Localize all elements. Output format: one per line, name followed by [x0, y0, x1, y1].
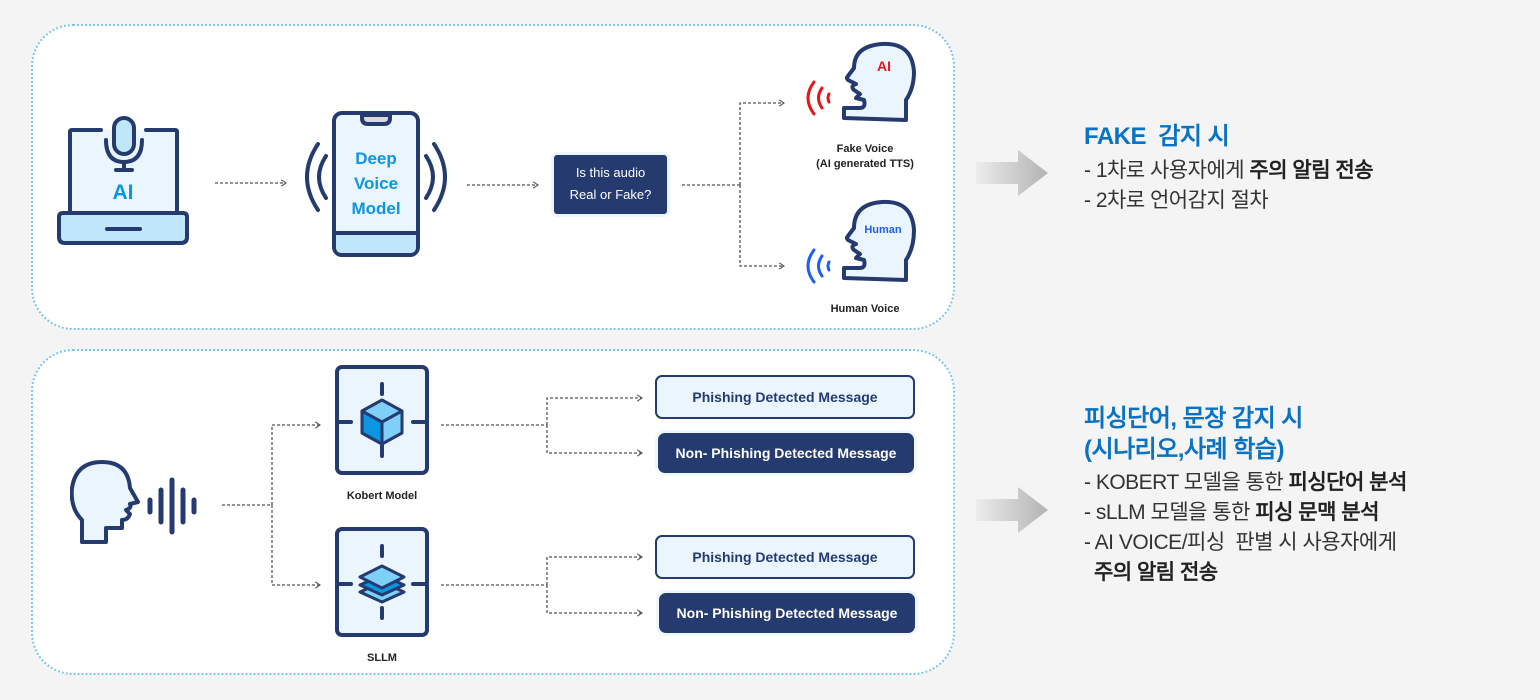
speaking-head-icon	[806, 199, 916, 284]
kobert-model-label: Kobert Model	[346, 490, 418, 502]
note-line-normal: - 2차로 언어감지 절차	[1084, 189, 1269, 212]
fake-detection-note: FAKE 감지 시 - 1차로 사용자에게 주의 알림 전송 - 2차로 언어감…	[1084, 121, 1374, 216]
deep-voice-model-node: Deep Voice Model	[300, 110, 452, 260]
kobert-non-phishing-result: Non- Phishing Detected Message	[658, 433, 914, 473]
note-line-bold: 주의 알림 전송	[1249, 159, 1374, 182]
sllm-phishing-result: Phishing Detected Message	[655, 535, 915, 579]
human-voice-node: Human Human Voice	[800, 199, 930, 325]
sllm-non-phishing-result: Non- Phishing Detected Message	[659, 593, 915, 633]
human-head-label: Human	[864, 224, 902, 236]
note-line-bold: 피싱 문맥 분석	[1255, 501, 1379, 524]
fake-voice-caption: Fake Voice (AI generated TTS)	[800, 142, 930, 172]
note-line-normal: - 1차로 사용자에게	[1084, 159, 1250, 182]
note-title: (시나리오,사례 학습)	[1084, 436, 1284, 463]
arrow-right-icon	[976, 150, 1048, 196]
note-line-normal: - AI VOICE/피싱 판별 시 사용자에게	[1084, 531, 1397, 554]
connector-sllm-phishing	[546, 553, 644, 585]
kobert-phishing-result: Phishing Detected Message	[655, 375, 915, 419]
note-line: - 1차로 사용자에게 주의 알림 전송	[1084, 156, 1374, 186]
phone-label-line: Deep	[355, 149, 397, 168]
phishing-detection-note: 피싱단어, 문장 감지 시 (시나리오,사례 학습) - KOBERT 모델을 …	[1084, 403, 1407, 588]
connector-kobert-phishing	[546, 394, 644, 425]
note-line-bold: 주의 알림 전송	[1094, 561, 1218, 584]
note-line: 주의 알림 전송	[1084, 558, 1407, 588]
connector-to-fake	[739, 99, 786, 185]
note-line: - KOBERT 모델을 통한 피싱단어 분석	[1084, 468, 1407, 498]
laptop-microphone-icon	[57, 116, 189, 245]
kobert-model-node	[334, 364, 430, 476]
note-line-normal: - KOBERT 모델을 통한	[1084, 471, 1289, 494]
note-title: 피싱단어, 문장 감지 시	[1084, 405, 1303, 432]
note-line: - 2차로 언어감지 절차	[1084, 186, 1373, 216]
note-line: - AI VOICE/피싱 판별 시 사용자에게	[1084, 528, 1407, 558]
note-title: FAKE 감지 시	[1084, 123, 1230, 150]
human-voice-caption: Human Voice	[800, 302, 930, 317]
caption-line: (AI generated TTS)	[816, 158, 914, 170]
phone-label-line: Voice	[353, 174, 399, 193]
sllm-model-node	[334, 526, 430, 638]
cube-icon	[335, 365, 429, 475]
caption-line: Human Voice	[830, 303, 900, 315]
question-line: Is this audio	[575, 165, 646, 180]
phone-label: Deep Voice Model	[334, 146, 418, 221]
smartphone-vibrating-icon	[305, 111, 447, 257]
sllm-model-label: SLLM	[367, 652, 397, 664]
note-line-bold: 피싱단어 분석	[1288, 471, 1408, 494]
note-line: - sLLM 모델을 통한 피싱 문맥 분석	[1084, 498, 1407, 528]
connector-sllm-nonphishing	[546, 585, 644, 617]
caption-line: Fake Voice	[836, 143, 894, 155]
connector-kobert-nonphishing	[546, 425, 644, 457]
question-line: Real or Fake?	[569, 187, 652, 202]
note-line-normal: - sLLM 모델을 통한	[1084, 501, 1256, 524]
connector-to-kobert	[271, 421, 322, 505]
fake-head-label: AI	[877, 58, 891, 74]
laptop-ai-label: AI	[112, 181, 134, 204]
fake-voice-detection-panel	[31, 24, 955, 330]
phone-label-line: Model	[351, 199, 401, 218]
laptop-node: AI	[56, 116, 190, 248]
arrow-right-icon	[976, 487, 1048, 533]
connector-to-human	[739, 185, 786, 270]
speaking-head-soundwave-icon	[69, 460, 197, 544]
layers-icon	[335, 527, 429, 637]
fake-voice-node: AI Fake Voice (AI generated TTS)	[800, 41, 930, 182]
connector-to-sllm	[271, 505, 322, 589]
real-or-fake-question-box: Is this audio Real or Fake?	[554, 155, 667, 214]
speaking-head-icon	[806, 41, 916, 122]
speaker-node	[69, 460, 200, 550]
